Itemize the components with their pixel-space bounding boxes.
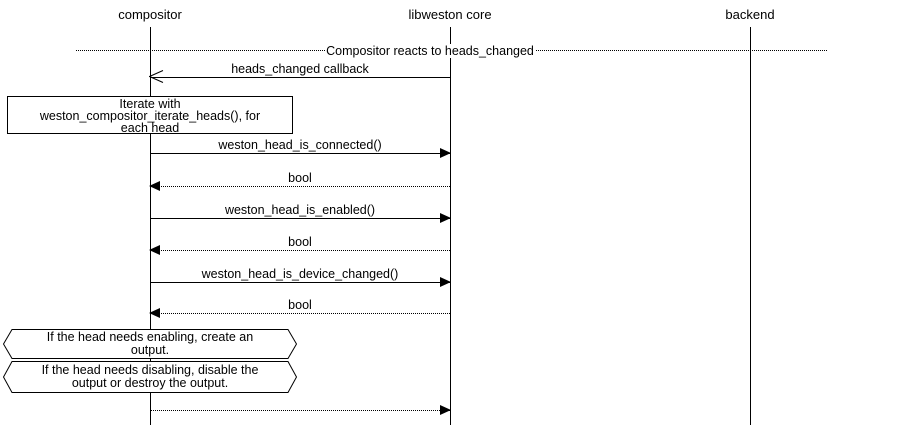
lifeline-libweston-core: [450, 27, 451, 425]
return-bool-connected: bool: [149, 169, 450, 191]
note-line: weston_compositor_iterate_heads(), for: [39, 109, 261, 123]
message-weston-head-is-device-changed: weston_head_is_device_changed(): [150, 265, 451, 287]
message-label: heads_changed callback: [231, 62, 369, 76]
message-label: bool: [288, 235, 312, 249]
hexnote-line: output.: [130, 343, 170, 357]
message-label: weston_head_is_device_changed(): [201, 267, 399, 281]
note-line: Iterate with: [119, 97, 181, 111]
filled-arrowhead-right-icon: [440, 277, 451, 287]
message-label: bool: [288, 171, 312, 185]
message-weston-head-is-enabled: weston_head_is_enabled(): [150, 201, 451, 223]
note-line: each head: [120, 121, 180, 135]
message-label: weston_head_is_enabled(): [224, 203, 376, 217]
actor-label-backend: backend: [725, 7, 775, 22]
filled-arrowhead-left-icon: [149, 245, 160, 255]
hexnote-line: If the head needs disabling, disable the: [41, 363, 259, 377]
filled-arrowhead-left-icon: [149, 308, 160, 318]
message-final-return: [150, 393, 451, 415]
hexnote-line: If the head needs enabling, create an: [46, 330, 254, 344]
hexagon-shape: [3, 329, 297, 359]
divider-label: Compositor reacts to heads_changed: [325, 44, 535, 58]
filled-arrowhead-right-icon: [440, 148, 451, 158]
return-bool-device-changed: bool: [149, 296, 450, 318]
lifeline-backend: [750, 27, 751, 425]
hexnote-head-disabling: If the head needs disabling, disable the…: [3, 361, 297, 393]
actor-label-compositor: compositor: [118, 7, 182, 22]
message-weston-head-is-connected: weston_head_is_connected(): [150, 136, 451, 158]
hexnote-head-enabling: If the head needs enabling, create an ou…: [3, 329, 297, 359]
message-label: bool: [288, 298, 312, 312]
hexagon-shape: [3, 361, 297, 393]
filled-arrowhead-right-icon: [440, 213, 451, 223]
message-label: weston_head_is_connected(): [218, 138, 382, 152]
lifeline-compositor: [150, 27, 151, 425]
filled-arrowhead-left-icon: [149, 181, 160, 191]
hexnote-line: output or destroy the output.: [71, 376, 229, 390]
note-iterate-heads: Iterate with weston_compositor_iterate_h…: [7, 96, 293, 134]
return-bool-enabled: bool: [149, 233, 450, 255]
open-arrowhead-left-icon: [149, 70, 164, 83]
message-heads-changed-callback: heads_changed callback: [149, 60, 450, 83]
filled-arrowhead-right-icon: [440, 405, 451, 415]
actor-label-libweston-core: libweston core: [408, 7, 492, 22]
